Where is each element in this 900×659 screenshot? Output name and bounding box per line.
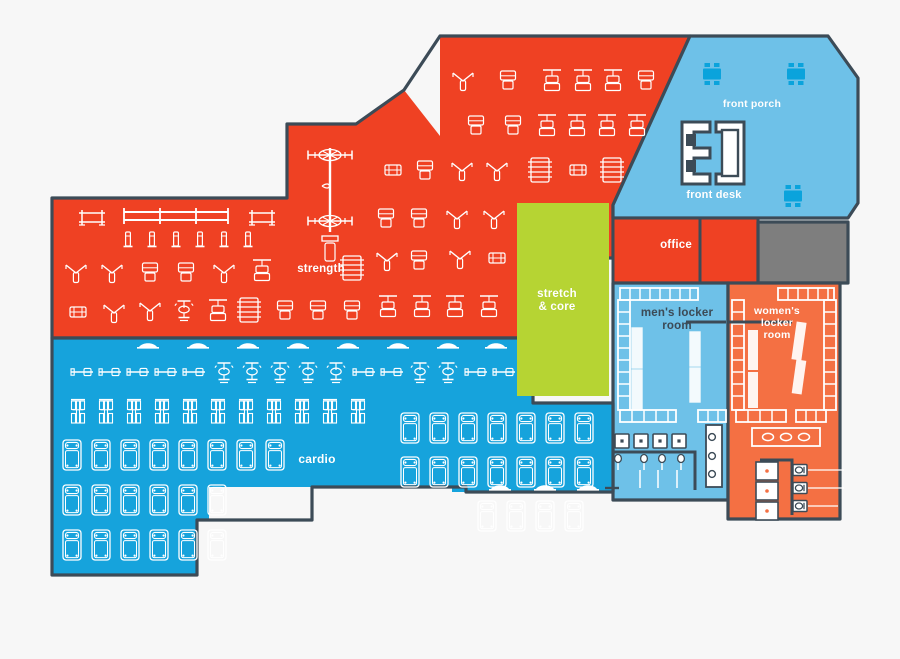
cable-bench [321,235,339,242]
locker-bank [823,299,837,411]
reception-counter[interactable] [714,120,746,186]
equipment-icon-barbell-rack [123,208,229,224]
strength-equipment-group [65,69,655,324]
locker-room-details [605,287,844,521]
sink [652,433,668,449]
sink [614,433,630,449]
shower-row [792,463,844,513]
sink-counter [751,427,821,447]
cable-pulley [321,183,331,189]
wet-area-wall [612,450,697,490]
locker-bank [795,409,827,423]
bench [748,330,758,370]
locker-bank [619,287,699,301]
bench [631,327,643,369]
bench [791,321,807,361]
zone-cardio[interactable] [52,338,613,575]
sink [633,433,649,449]
bench [631,369,643,411]
zone-stretch-core[interactable] [517,203,609,396]
locker-bank [777,287,835,301]
cable-seat [324,242,336,262]
bench [689,367,701,403]
zone-strength-notch [404,36,440,136]
reception-counter[interactable] [680,120,712,186]
stall-wall [760,458,794,515]
locker-bank [697,409,727,423]
sink [671,433,687,449]
bench [748,372,758,408]
toilet-stalls [755,461,779,521]
locker-bank [735,409,787,423]
locker-bank [619,409,677,423]
bench [791,359,807,395]
zone-office[interactable] [611,216,760,285]
shower-column [705,424,723,488]
front-area-group [680,63,805,207]
bench [689,331,701,367]
zone-service[interactable] [756,220,850,285]
